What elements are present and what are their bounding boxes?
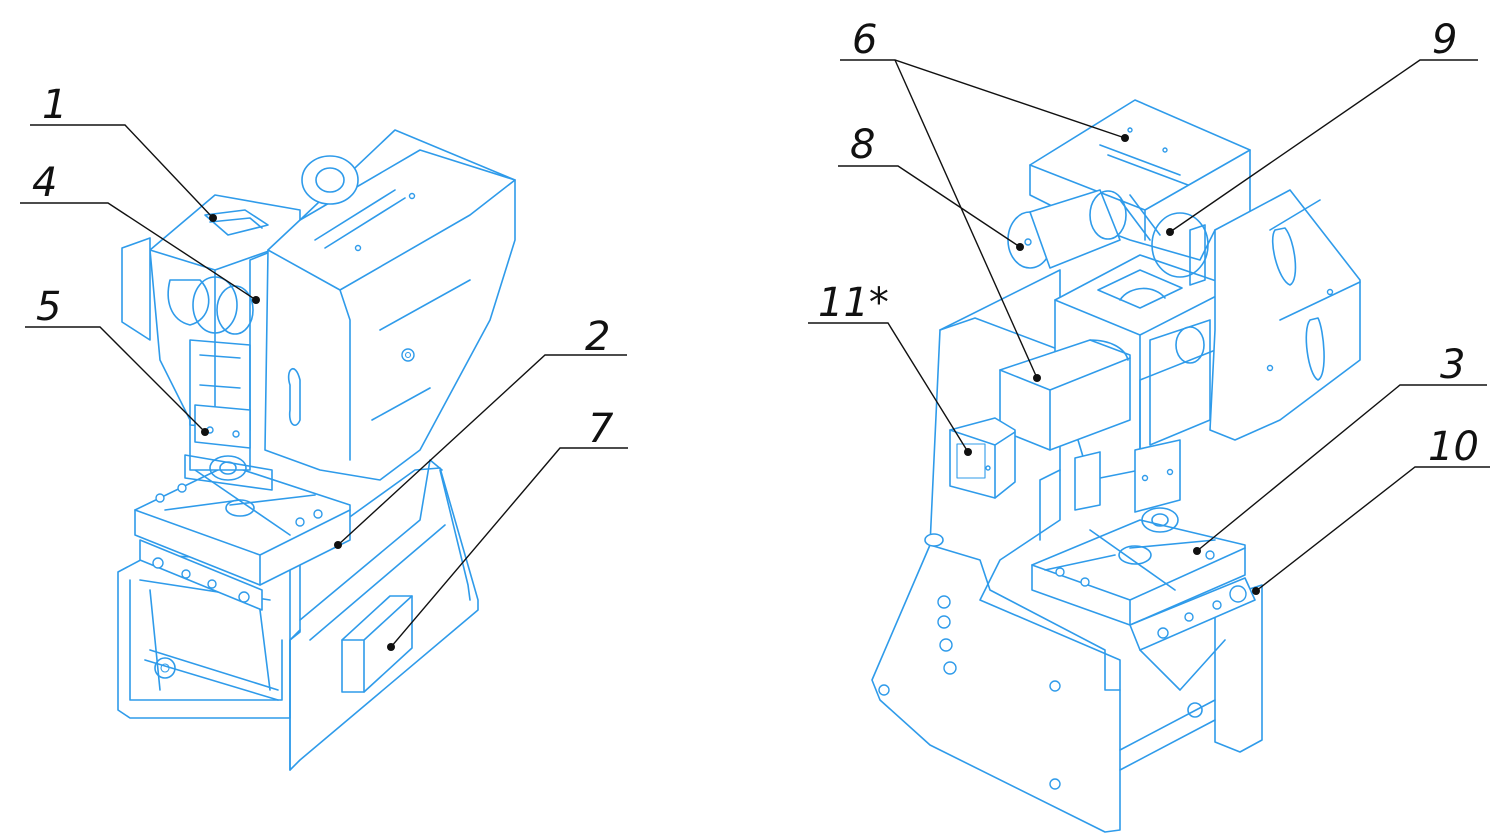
leader-3	[1196, 384, 1487, 552]
left-leaders	[20, 124, 628, 651]
leader-8	[838, 165, 1021, 248]
callout-6: 6	[852, 17, 877, 63]
right-leaders	[808, 59, 1490, 595]
leader-1	[30, 124, 214, 219]
leader-2	[337, 354, 627, 546]
callout-5: 5	[36, 284, 61, 330]
callout-4: 4	[32, 160, 57, 206]
right-machine-view: 6 9 8 11* 3 10	[808, 17, 1490, 833]
leader-7	[390, 447, 628, 648]
right-rear-guard	[1209, 189, 1361, 441]
callout-7: 7	[588, 406, 614, 452]
leader-10	[1255, 466, 1490, 592]
callout-2: 2	[585, 314, 610, 360]
leader-5	[25, 326, 206, 433]
left-guard-cover	[264, 129, 516, 481]
leader-4	[20, 202, 257, 301]
left-table	[134, 464, 351, 611]
callout-3: 3	[1440, 342, 1465, 388]
callout-8: 8	[850, 122, 875, 168]
leader-11	[808, 322, 969, 453]
right-top-guard	[1007, 99, 1251, 286]
right-table	[1031, 519, 1256, 691]
left-machine-view: 1 4 5 2 7	[20, 82, 628, 771]
callout-1: 1	[42, 82, 67, 128]
callout-9: 9	[1432, 17, 1457, 63]
leader-9	[1169, 59, 1478, 233]
callout-10: 10	[1428, 424, 1479, 470]
right-ram-column	[949, 254, 1229, 533]
leader-6	[840, 59, 1126, 139]
callout-11: 11*	[818, 280, 889, 326]
